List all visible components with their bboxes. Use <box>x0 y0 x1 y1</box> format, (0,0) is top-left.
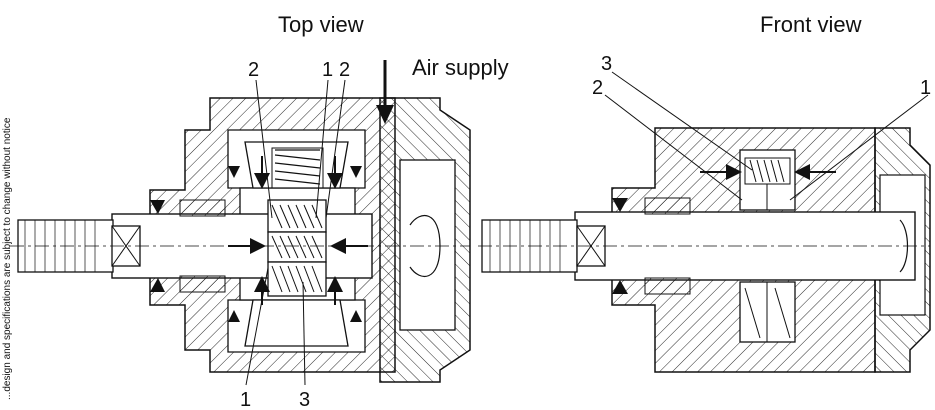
front-callout-3: 3 <box>601 53 612 75</box>
top-view-upper-spring <box>274 149 321 185</box>
front-callout-2: 2 <box>592 77 603 99</box>
top-callout-1-bottom: 1 <box>240 389 251 410</box>
side-note: ...design and specifications are subject… <box>2 117 13 400</box>
front-view-title: Front view <box>760 12 862 37</box>
front-view: Front view 3 2 1 <box>478 12 931 373</box>
top-view: Top view Air supply 2 1 2 1 3 <box>10 12 509 410</box>
front-view-bushing <box>644 197 691 215</box>
top-view-seal <box>150 200 165 214</box>
air-supply-arrow <box>376 60 394 124</box>
top-view-force-arrows <box>228 156 368 305</box>
front-view-leaders <box>604 71 929 201</box>
top-view-bushing <box>179 199 226 217</box>
top-view-lower-piston <box>244 299 349 347</box>
top-callout-1-top: 1 <box>322 59 333 81</box>
top-view-title: Top view <box>278 12 364 37</box>
front-view-seal <box>612 198 628 212</box>
air-supply-label: Air supply <box>412 55 509 80</box>
top-view-end-cap-cavity <box>399 159 456 331</box>
top-view-leaders <box>245 79 346 386</box>
top-callout-3-bottom: 3 <box>299 389 310 410</box>
top-callout-2-right: 2 <box>339 59 350 81</box>
top-callout-2-left: 2 <box>248 59 259 81</box>
front-callout-1: 1 <box>920 77 931 99</box>
top-view-brake-pads <box>267 199 327 297</box>
